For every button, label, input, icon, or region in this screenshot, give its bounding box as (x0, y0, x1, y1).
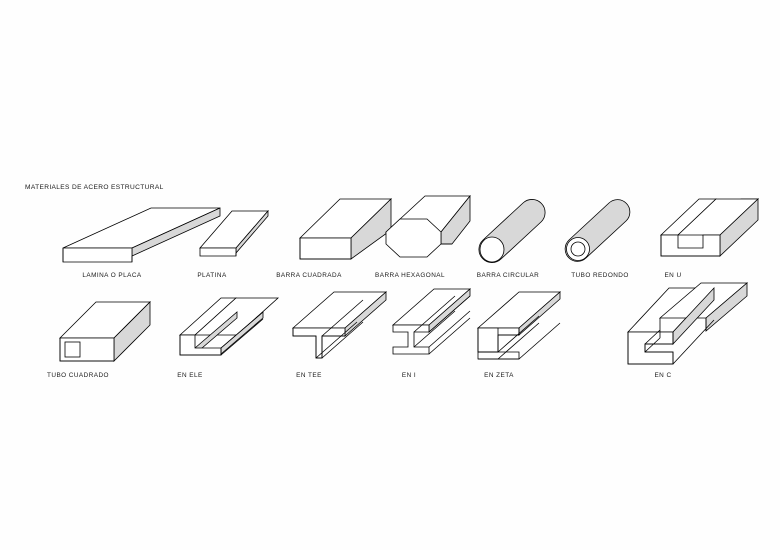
label-lamina-o-placa: LAMINA O PLACA (82, 272, 142, 279)
shape-en-u (659, 198, 760, 257)
shape-platina (199, 209, 269, 257)
label-en-c: EN C (654, 372, 672, 379)
shape-lamina-o-placa (62, 207, 221, 263)
label-tubo-cuadrado: TUBO CUADRADO (47, 372, 109, 379)
shape-en-zeta (476, 291, 562, 360)
label-barra-hexagonal: BARRA HEXAGONAL (375, 272, 445, 279)
label-en-tee: EN TEE (296, 372, 322, 379)
label-en-i: EN I (401, 372, 417, 379)
shape-tubo-redondo (564, 199, 631, 262)
label-barra-circular: BARRA CIRCULAR (476, 272, 540, 279)
drawing-title: MATERIALES DE ACERO ESTRUCTURAL (25, 184, 164, 191)
shape-barra-hexagonal (384, 194, 471, 258)
label-barra-cuadrada: BARRA CUADRADA (276, 272, 342, 279)
label-en-zeta: EN ZETA (484, 372, 514, 379)
shape-en-i (391, 288, 472, 355)
shape-tubo-cuadrado (59, 301, 151, 362)
shape-en-tee (291, 291, 388, 359)
label-tubo-redondo: TUBO REDONDO (571, 272, 629, 279)
shape-en-ele (178, 297, 280, 356)
shape-en-c (627, 282, 749, 365)
label-en-ele: EN ELE (177, 372, 203, 379)
shape-barra-cuadrada (299, 198, 392, 260)
label-en-u: EN U (664, 272, 682, 279)
shape-barra-circular (478, 199, 546, 263)
label-platina: PLATINA (197, 272, 227, 279)
